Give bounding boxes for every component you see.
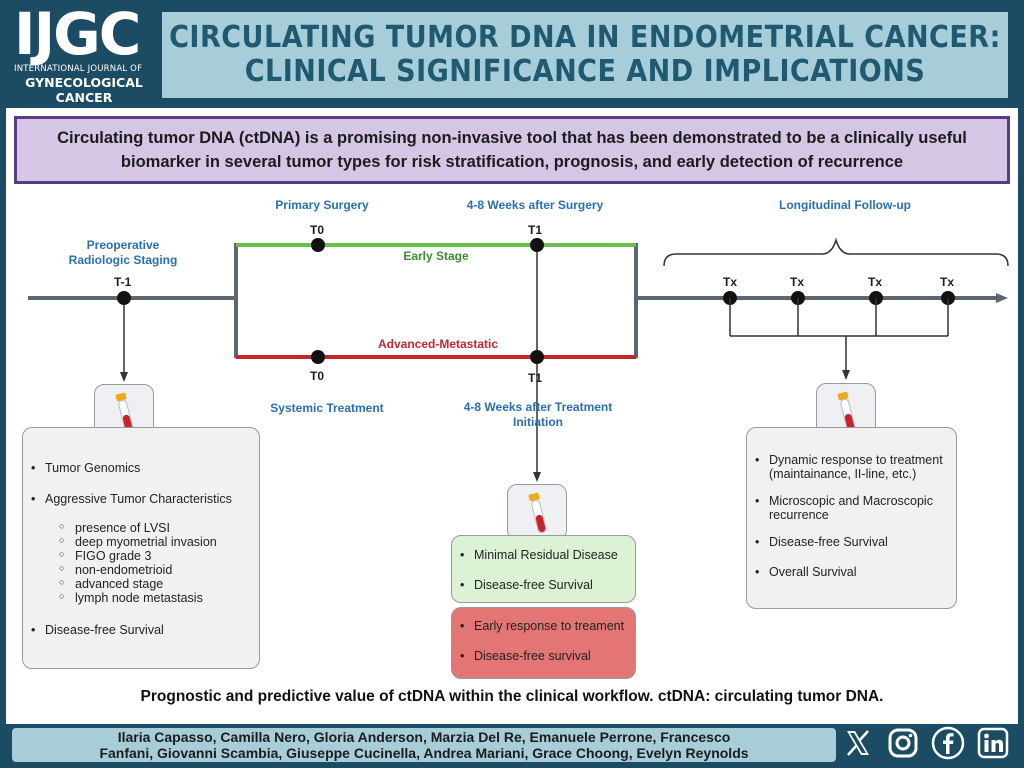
t1-bottom-label: T1 [528, 371, 543, 385]
early-response-box: Early response to treament Disease-free … [451, 607, 636, 679]
preop-findings-box: Tumor Genomics Aggressive Tumor Characte… [22, 427, 260, 669]
tx-label-2: Tx [790, 275, 805, 289]
list-item: Dynamic response to treatment (maintaina… [747, 453, 952, 481]
list-item: Microscopic and Macroscopic recurrence [747, 494, 952, 522]
list-subitem: non-endometrioid [23, 563, 259, 577]
weeks-after-treatment-line-2: Initiation [513, 415, 563, 429]
list-item: Minimal Residual Disease [452, 548, 635, 562]
list-subitem: advanced stage [23, 577, 259, 591]
early-stage-label: Early Stage [403, 249, 469, 263]
page-title: Circulating tumor DNA in endometrial can… [162, 12, 1008, 98]
logo-line-1: INTERNATIONAL JOURNAL OF [14, 64, 143, 74]
t-minus-1-label: T-1 [114, 275, 132, 289]
mrd-box: Minimal Residual Disease Disease-free Su… [451, 535, 636, 603]
linkedin-icon[interactable] [976, 726, 1010, 760]
list-item: Overall Survival [747, 565, 952, 579]
weeks-after-treatment-label: 4-8 Weeks after Treatment Initiation [448, 400, 628, 430]
weeks-after-surgery-label: 4-8 Weeks after Surgery [466, 198, 604, 212]
title-line-2: clinical significance and implications [244, 54, 926, 89]
list-item: Tumor Genomics [23, 461, 259, 475]
preop-label: Preoperative Radiologic Staging [58, 238, 188, 268]
list-subitem: presence of LVSI [23, 521, 259, 535]
t1-arrowhead [533, 472, 541, 482]
list-item: Disease-free Survival [747, 535, 952, 549]
x-logo-icon[interactable] [841, 726, 875, 760]
list-item: Disease-free survival [452, 649, 635, 663]
list-item: Aggressive Tumor Characteristics [23, 492, 259, 506]
authors-bar: Ilaria Capasso, Camilla Nero, Gloria And… [12, 728, 836, 762]
figure-caption: Prognostic and predictive value of ctDNA… [140, 688, 884, 705]
facebook-icon[interactable] [931, 726, 965, 760]
t0-bottom-label: T0 [310, 369, 325, 383]
t1-top-dot [530, 238, 544, 252]
t-minus-1-dot [117, 291, 131, 305]
authors-line-2: Fanfani, Giovanni Scambia, Giuseppe Cuci… [99, 745, 749, 761]
authors-line-1: Ilaria Capasso, Camilla Nero, Gloria And… [117, 729, 731, 745]
t0-top-label: T0 [310, 223, 325, 237]
tx-label-3: Tx [868, 275, 883, 289]
t1-bottom-dot [530, 350, 544, 364]
advanced-label: Advanced-Metastatic [377, 337, 499, 351]
t-minus-1-arrowhead [120, 372, 128, 382]
list-subitem: deep myometrial invasion [23, 535, 259, 549]
test-tube-icon [507, 484, 567, 540]
list-item: Early response to treament [452, 619, 635, 633]
timeline-arrowhead [996, 293, 1008, 303]
systemic-treatment-label: Systemic Treatment [270, 401, 384, 415]
logo-line-2: GYNECOLOGICAL [25, 75, 143, 90]
logo-wordmark: IJGC [14, 0, 141, 68]
summary-box: Circulating tumor DNA (ctDNA) is a promi… [14, 116, 1010, 184]
primary-surgery-label: Primary Surgery [275, 198, 369, 212]
summary-text: Circulating tumor DNA (ctDNA) is a promi… [57, 129, 967, 171]
followup-brace [663, 237, 1009, 267]
longitudinal-followup-label: Longitudinal Follow-up [779, 198, 911, 212]
list-subitem: FIGO grade 3 [23, 549, 259, 563]
logo-line-3: CANCER [55, 90, 113, 105]
t0-bottom-dot [311, 350, 325, 364]
t1-top-label: T1 [528, 223, 543, 237]
preop-label-line-2: Radiologic Staging [68, 253, 178, 267]
title-line-1: Circulating tumor DNA in endometrial can… [169, 20, 1001, 55]
tx-label-1: Tx [723, 275, 738, 289]
weeks-after-treatment-line-1: 4-8 Weeks after Treatment [463, 400, 613, 414]
instagram-icon[interactable] [886, 726, 920, 760]
list-item: Disease-free Survival [452, 578, 635, 592]
followup-findings-box: Dynamic response to treatment (maintaina… [746, 427, 957, 609]
t0-top-dot [311, 238, 325, 252]
journal-logo: IJGC INTERNATIONAL JOURNAL OF GYNECOLOGI… [0, 0, 158, 108]
list-subitem: lymph node metastasis [23, 591, 259, 605]
list-item: Disease-free Survival [23, 623, 259, 637]
tx-label-4: Tx [940, 275, 955, 289]
preop-label-line-1: Preoperative [86, 238, 160, 252]
logo-subtitle: INTERNATIONAL JOURNAL OF GYNECOLOGICAL C… [14, 64, 154, 105]
tx-arrowhead [842, 370, 850, 380]
